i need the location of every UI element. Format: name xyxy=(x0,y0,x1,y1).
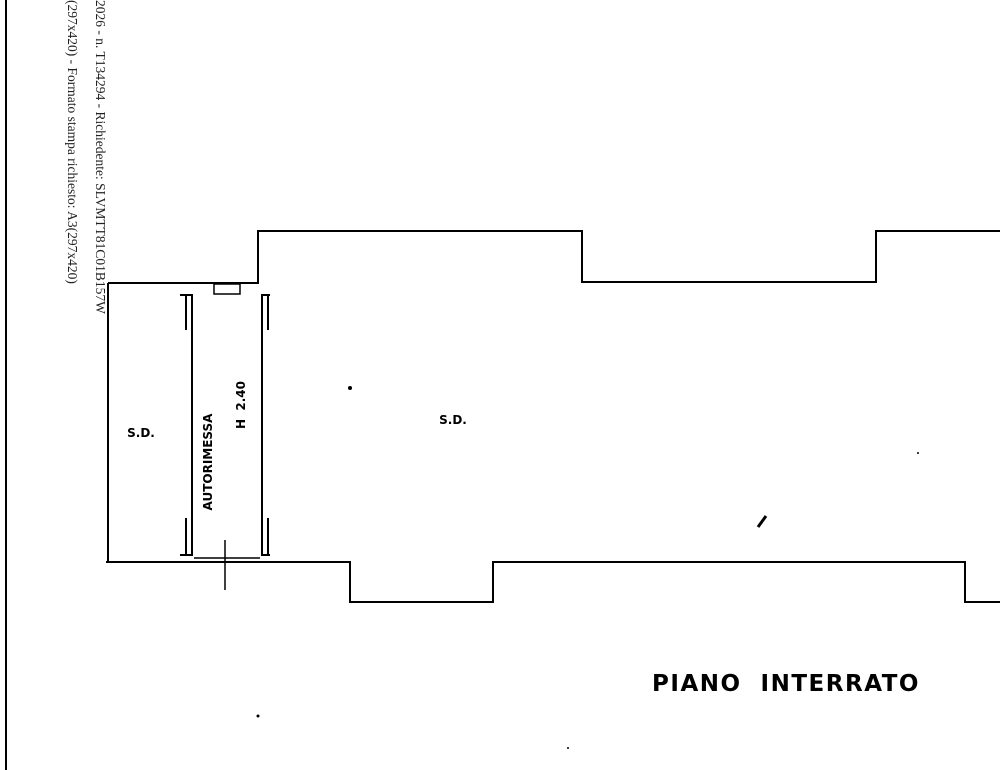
room-label-main-storage: S.D. xyxy=(439,413,467,427)
room-label-garage: AUTORIMESSA xyxy=(201,413,215,511)
garage-height-label: H 2.40 xyxy=(234,381,248,429)
plan-title: PIANO INTERRATO xyxy=(652,671,920,697)
vent-opening xyxy=(213,283,241,295)
stamp-line-2: (297x420) - Formato stampa richiesto: A3… xyxy=(65,0,80,284)
garage-right-wall xyxy=(261,294,270,556)
room-label-left-storage: S.D. xyxy=(127,426,155,440)
scan-specks xyxy=(256,386,919,749)
stamp-line-1: 2026 - n. T134294 - Richiedente: SLVMTT8… xyxy=(93,0,108,314)
bottom-wall xyxy=(106,561,1000,603)
top-wall xyxy=(108,230,1000,284)
garage-left-wall xyxy=(180,294,193,556)
walls xyxy=(106,230,1000,603)
